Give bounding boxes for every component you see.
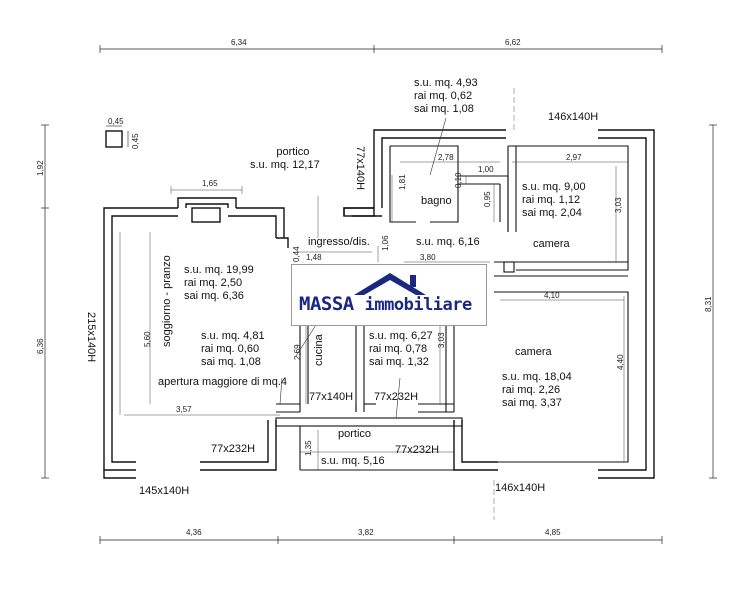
room-portico-top: portico s.u. mq. 12,17: [250, 146, 320, 172]
window-label-146x140h-bottom: 146x140H: [495, 482, 546, 494]
dim-kitchen-height: 2,69: [293, 344, 302, 360]
room-cucina-name: cucina: [313, 334, 325, 366]
dim-pillar-h: 0,45: [108, 117, 124, 126]
room-mid-sai: sai mq. 1,32: [369, 356, 429, 368]
dim-bottom-right: 4,85: [545, 528, 561, 537]
dim-hall-1-48: 1,48: [306, 253, 322, 262]
portico-top-name: portico: [276, 146, 310, 158]
room-mid-info: s.u. mq. 6,27 rai mq. 0,78 sai mq. 1,32: [369, 330, 433, 369]
dim-living-width: 3,57: [176, 405, 192, 414]
dim-bath-height: 1,81: [398, 174, 407, 190]
room-ingresso-su: s.u. mq. 6,16: [416, 236, 480, 248]
dim-bath-width: 2,78: [438, 153, 454, 162]
room-mid-su: s.u. mq. 6,27: [369, 330, 433, 342]
logo-word-massa: MASSA: [299, 293, 354, 315]
room-bath-area-info: s.u. mq. 4,93 rai mq. 0,62 sai mq. 1,08: [414, 77, 478, 116]
room-ingresso-name: ingresso/dis.: [308, 236, 370, 248]
dim-bath-0-10: 0,10: [454, 172, 463, 188]
bath-area-sai: sai mq. 1,08: [414, 103, 474, 115]
logo-wordmark: MASSA immobiliare: [299, 293, 472, 315]
dim-bed-width: 2,97: [566, 153, 582, 162]
camera-top-rai: rai mq. 1,12: [522, 194, 581, 206]
dim-porch-height: 1,35: [304, 440, 313, 456]
apertura-note: apertura maggiore di mq.4: [158, 376, 288, 388]
room-camera-top-info: s.u. mq. 9,00 rai mq. 1,12 sai mq. 2,04: [522, 181, 586, 220]
camera-big-rai: rai mq. 2,26: [502, 384, 561, 396]
cucina-su: s.u. mq. 4,81: [201, 330, 265, 342]
room-soggiorno-name: soggiorno - pranzo: [161, 255, 173, 347]
room-camera-big-name: camera: [515, 346, 552, 358]
portico-top-su: s.u. mq. 12,17: [250, 159, 320, 171]
camera-big-sai: sai mq. 3,37: [502, 397, 562, 409]
cucina-rai: rai mq. 0,60: [201, 343, 260, 355]
bath-area-rai: rai mq. 0,62: [414, 90, 473, 102]
camera-top-sai: sai mq. 2,04: [522, 207, 582, 219]
window-label-215x140h: 215x140H: [85, 312, 97, 363]
dim-hall-1-06: 1,06: [381, 235, 390, 251]
dim-left-bottom: 6,36: [36, 338, 45, 354]
soggiorno-su: s.u. mq. 19,99: [184, 264, 254, 276]
dim-bed-big-height: 4,40: [616, 354, 625, 370]
room-bagno-name: bagno: [421, 195, 452, 207]
window-label-145x140h: 145x140H: [139, 485, 190, 497]
dim-bottom-mid: 3,82: [358, 528, 374, 537]
dim-bed-4-10: 4,10: [544, 291, 560, 300]
dim-bath-1-00: 1,00: [478, 165, 494, 174]
window-label-77x232h-right: 77x232H: [395, 444, 440, 456]
room-camera-big-info: s.u. mq. 18,04 rai mq. 2,26 sai mq. 3,37: [502, 371, 572, 410]
dim-pillar-v: 0,45: [131, 133, 140, 149]
camera-big-su: s.u. mq. 18,04: [502, 371, 572, 383]
dim-left-top: 1,92: [36, 160, 45, 176]
room-portico-bottom-su: s.u. mq. 5,16: [321, 455, 385, 467]
dim-bed-height: 3,03: [614, 197, 623, 213]
dim-top-right: 6,62: [505, 38, 521, 47]
window-label-77x140h-mid: 77x140H: [309, 391, 354, 403]
dim-step: 1,65: [202, 179, 218, 188]
room-camera-top-name: camera: [533, 238, 570, 250]
dim-right: 8,31: [704, 296, 713, 312]
window-label-77x232h-left: 77x232H: [211, 443, 256, 455]
soggiorno-rai: rai mq. 2,50: [184, 277, 243, 289]
logo-word-immobiliare: immobiliare: [364, 295, 473, 315]
window-label-146x140h-top: 146x140H: [548, 111, 599, 123]
window-label-77x140h-top: 77x140H: [354, 146, 366, 191]
dim-bottom-left: 4,36: [186, 528, 202, 537]
dim-top-left: 6,34: [231, 38, 247, 47]
dim-living-height: 5,60: [143, 331, 152, 347]
camera-top-su: s.u. mq. 9,00: [522, 181, 586, 193]
room-mid-rai: rai mq. 0,78: [369, 343, 428, 355]
window-label-77x232h-mid: 77x232H: [374, 391, 419, 403]
room-portico-bottom-name: portico: [338, 428, 372, 440]
bath-area-su: s.u. mq. 4,93: [414, 77, 478, 89]
soggiorno-sai: sai mq. 6,36: [184, 290, 244, 302]
cucina-sai: sai mq. 1,08: [201, 356, 261, 368]
massa-immobiliare-logo: MASSA immobiliare: [291, 264, 487, 326]
house-roof-icon: [354, 273, 426, 295]
room-cucina-info: s.u. mq. 4,81 rai mq. 0,60 sai mq. 1,08: [201, 330, 265, 369]
dim-hall-0-44: 0,44: [292, 246, 301, 262]
dim-bath-0-95: 0,95: [483, 191, 492, 207]
dim-room-height: 3,03: [437, 332, 446, 348]
dim-hall-3-80: 3,80: [420, 253, 436, 262]
room-soggiorno-info: s.u. mq. 19,99 rai mq. 2,50 sai mq. 6,36: [184, 264, 254, 303]
